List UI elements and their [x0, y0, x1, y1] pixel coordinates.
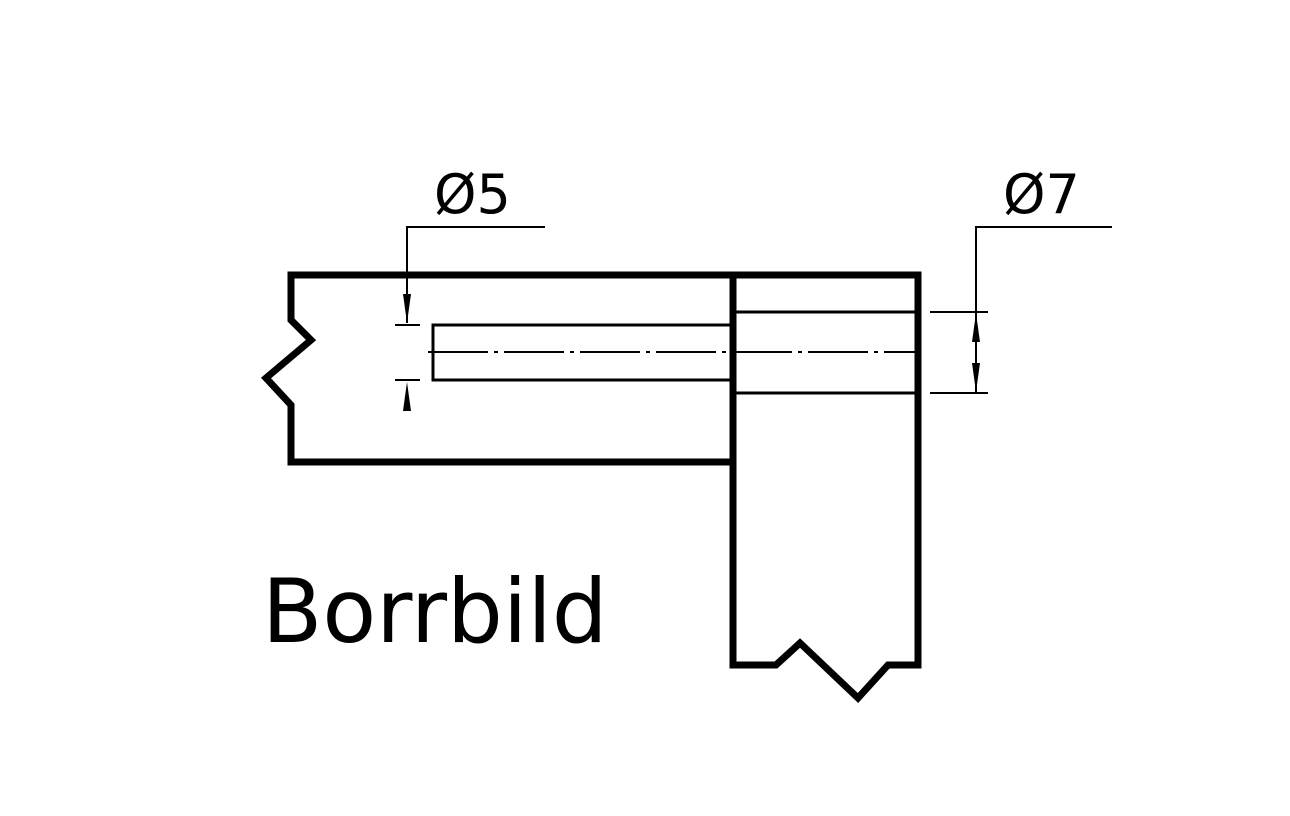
- dimension-d7-arrow-bottom: [972, 363, 980, 392]
- dimension-d7: Ø7: [930, 163, 1112, 394]
- dimension-d5-label: Ø5: [434, 163, 511, 226]
- dimension-d7-label: Ø7: [1003, 163, 1080, 226]
- horizontal-part-outline: [260, 271, 737, 466]
- dimension-d5-arrow-bottom: [403, 382, 411, 411]
- vertical-part-outline: [729, 271, 922, 703]
- dimension-d5-arrow-top: [403, 294, 411, 323]
- dimension-d7-arrow-top: [972, 313, 980, 342]
- drawing-label: Borrbild: [262, 560, 608, 663]
- dimension-d5: Ø5: [395, 163, 545, 411]
- dimension-d7-leader: [975, 226, 1112, 393]
- dimension-d5-leader: [406, 226, 545, 323]
